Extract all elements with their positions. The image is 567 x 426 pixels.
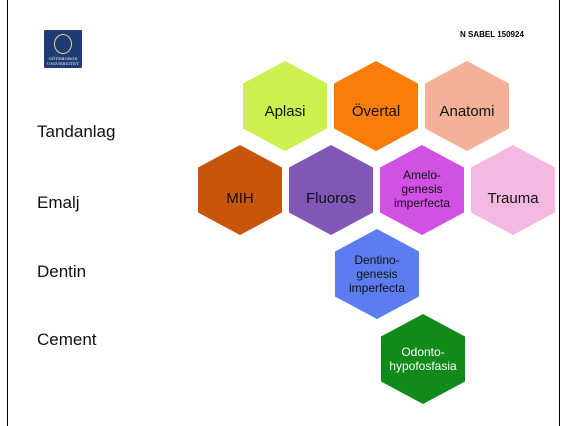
slide-left-border	[7, 0, 8, 426]
hex-aplasi-label: Aplasi	[264, 103, 306, 121]
hex-fluoros-fill	[289, 145, 373, 235]
hex-amelogenesis-line-2: genesis	[401, 182, 443, 197]
hex-trauma-fill	[471, 145, 555, 235]
hex-overtal-fill	[334, 61, 418, 151]
category-cement: Cement	[37, 330, 97, 349]
category-tandanlag: Tandanlag	[37, 122, 116, 141]
hex-trauma: Trauma	[469, 143, 557, 237]
hex-odontohypofosfasia: Odonto- hypofosfasia	[379, 312, 467, 406]
hex-anatomi: Anatomi	[423, 59, 511, 153]
hex-fluoros-label: Fluoros	[305, 190, 357, 208]
category-emalj: Emalj	[37, 193, 80, 212]
hex-odontohypofosfasia-label: Odonto- hypofosfasia	[379, 312, 467, 406]
hex-overtal: Övertal	[332, 59, 420, 153]
hex-amelogenesis-fill	[380, 145, 464, 235]
hex-dentinogenesis-fill	[335, 229, 419, 319]
hex-aplasi: Aplasi	[241, 59, 329, 153]
hex-dentinogenesis: Dentino- genesis imperfecta	[333, 227, 421, 321]
hex-fluoros: Fluoros	[287, 143, 375, 237]
hex-dentinogenesis-line-1: Dentino-	[354, 253, 400, 268]
university-logo: GÖTEBORGS UNIVERSITET	[44, 30, 82, 68]
category-dentin: Dentin	[37, 262, 87, 281]
hex-amelogenesis: Amelo- genesis imperfecta	[378, 143, 466, 237]
hex-mih-label: MIH	[226, 190, 254, 208]
hex-aplasi-fill	[243, 61, 327, 151]
hex-overtal-label: Övertal	[351, 103, 401, 121]
hex-amelogenesis-line-3: imperfecta	[393, 195, 451, 210]
hex-odontohypofosfasia-fill	[381, 314, 465, 404]
hex-amelogenesis-label: Amelo- genesis imperfecta	[378, 143, 466, 237]
logo-text: GÖTEBORGS UNIVERSITET	[46, 56, 80, 66]
hex-dentinogenesis-label: Dentino- genesis imperfecta	[333, 227, 421, 321]
hex-trauma-label: Trauma	[487, 190, 539, 208]
hex-mih-fill	[198, 145, 282, 235]
author-date-stamp: N SABEL 150924	[460, 30, 524, 39]
slide-right-border	[559, 0, 560, 426]
hex-odontohypofosfasia-line-1: Odonto-	[401, 345, 445, 360]
hex-mih: MIH	[196, 143, 284, 237]
hex-anatomi-label: Anatomi	[439, 103, 495, 121]
hex-anatomi-fill	[425, 61, 509, 151]
hex-dentinogenesis-line-3: imperfecta	[348, 280, 406, 295]
university-emblem-icon	[54, 34, 72, 54]
hex-amelogenesis-line-1: Amelo-	[402, 168, 441, 183]
hex-dentinogenesis-line-2: genesis	[356, 267, 398, 282]
hex-odontohypofosfasia-line-2: hypofosfasia	[389, 359, 457, 373]
